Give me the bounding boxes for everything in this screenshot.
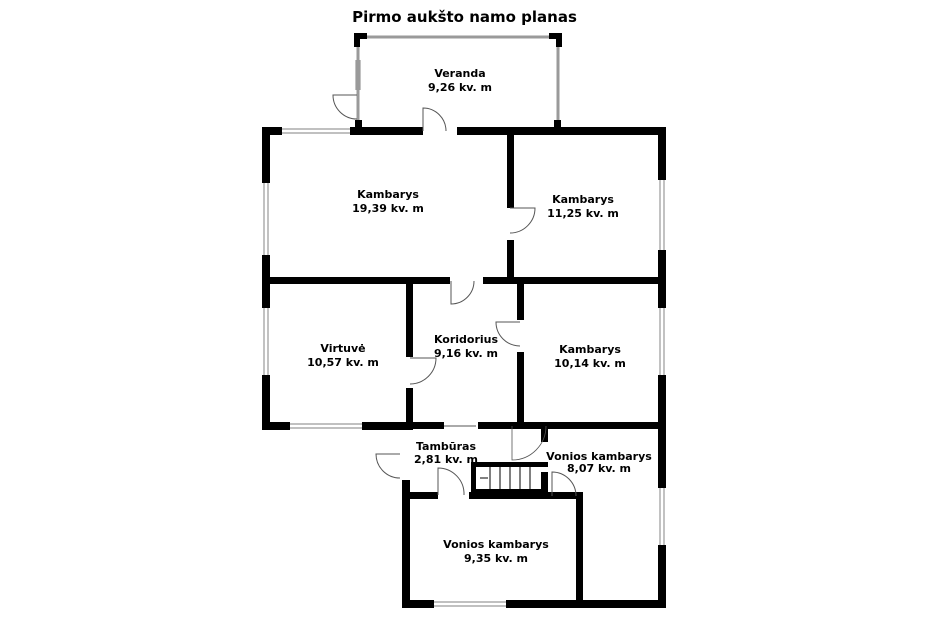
exterior-walls bbox=[262, 127, 666, 608]
interior-walls bbox=[262, 135, 666, 608]
room-label-kambarys-1: Kambarys bbox=[357, 188, 419, 201]
room-labels: Veranda 9,26 kv. m Kambarys 19,39 kv. m … bbox=[307, 67, 652, 565]
room-area-kambarys-2: 11,25 kv. m bbox=[547, 207, 619, 220]
room-label-veranda: Veranda bbox=[434, 67, 485, 80]
room-label-virtuve: Virtuvė bbox=[320, 342, 365, 355]
room-area-vonios-2: 9,35 kv. m bbox=[464, 552, 528, 565]
room-label-kambarys-3: Kambarys bbox=[559, 343, 621, 356]
stairs bbox=[480, 467, 531, 489]
room-area-kambarys-1: 19,39 kv. m bbox=[352, 202, 424, 215]
room-area-virtuve: 10,57 kv. m bbox=[307, 356, 379, 369]
room-area-vonios-1: 8,07 kv. m bbox=[567, 462, 631, 475]
room-label-kambarys-2: Kambarys bbox=[552, 193, 614, 206]
doors bbox=[332, 94, 577, 497]
room-area-kambarys-3: 10,14 kv. m bbox=[554, 357, 626, 370]
plan-title: Pirmo aukšto namo planas bbox=[352, 8, 577, 26]
room-label-tamburas: Tambūras bbox=[416, 440, 477, 453]
room-label-koridorius: Koridorius bbox=[434, 333, 499, 346]
windows bbox=[263, 60, 665, 607]
room-area-veranda: 9,26 kv. m bbox=[428, 81, 492, 94]
room-area-koridorius: 9,16 kv. m bbox=[434, 347, 498, 360]
veranda-frame bbox=[354, 33, 562, 132]
room-area-tamburas: 2,81 kv. m bbox=[414, 453, 478, 466]
room-label-vonios-2: Vonios kambarys bbox=[443, 538, 549, 551]
room-label-vonios-1: Vonios kambarys bbox=[546, 450, 652, 463]
